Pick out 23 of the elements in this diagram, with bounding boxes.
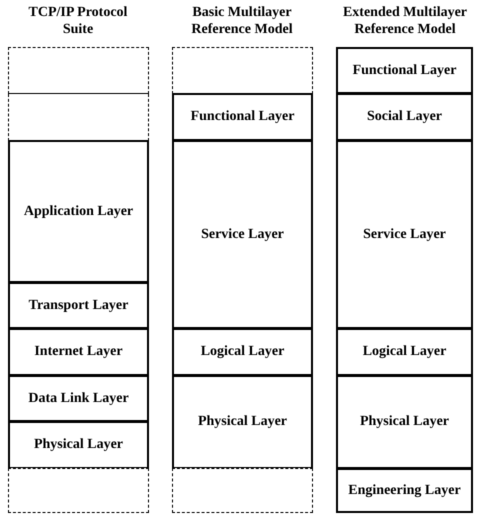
layer-box: Transport Layer — [8, 282, 149, 329]
layer-box: Internet Layer — [8, 328, 149, 376]
empty-layer-box — [172, 47, 313, 94]
empty-layer-box — [172, 468, 313, 513]
layer-box: Service Layer — [172, 140, 313, 329]
layer-box: Social Layer — [336, 93, 473, 141]
layer-box: Logical Layer — [336, 328, 473, 376]
column-heading: TCP/IP Protocol Suite — [28, 4, 128, 38]
column-heading: Extended Multilayer Reference Model — [342, 4, 468, 38]
empty-layer-box — [8, 94, 149, 141]
layer-box: Engineering Layer — [336, 468, 473, 513]
layer-box: Physical Layer — [172, 375, 313, 469]
layer-box: Data Link Layer — [8, 375, 149, 422]
layer-box: Physical Layer — [336, 375, 473, 469]
layer-box: Functional Layer — [336, 47, 473, 94]
layer-box: Physical Layer — [8, 421, 149, 469]
layer-box: Service Layer — [336, 140, 473, 329]
layer-box: Logical Layer — [172, 328, 313, 376]
empty-layer-box — [8, 47, 149, 94]
column-heading: Basic Multilayer Reference Model — [190, 4, 294, 38]
layer-box: Functional Layer — [172, 93, 313, 141]
layer-box: Application Layer — [8, 140, 149, 283]
empty-layer-box — [8, 468, 149, 513]
